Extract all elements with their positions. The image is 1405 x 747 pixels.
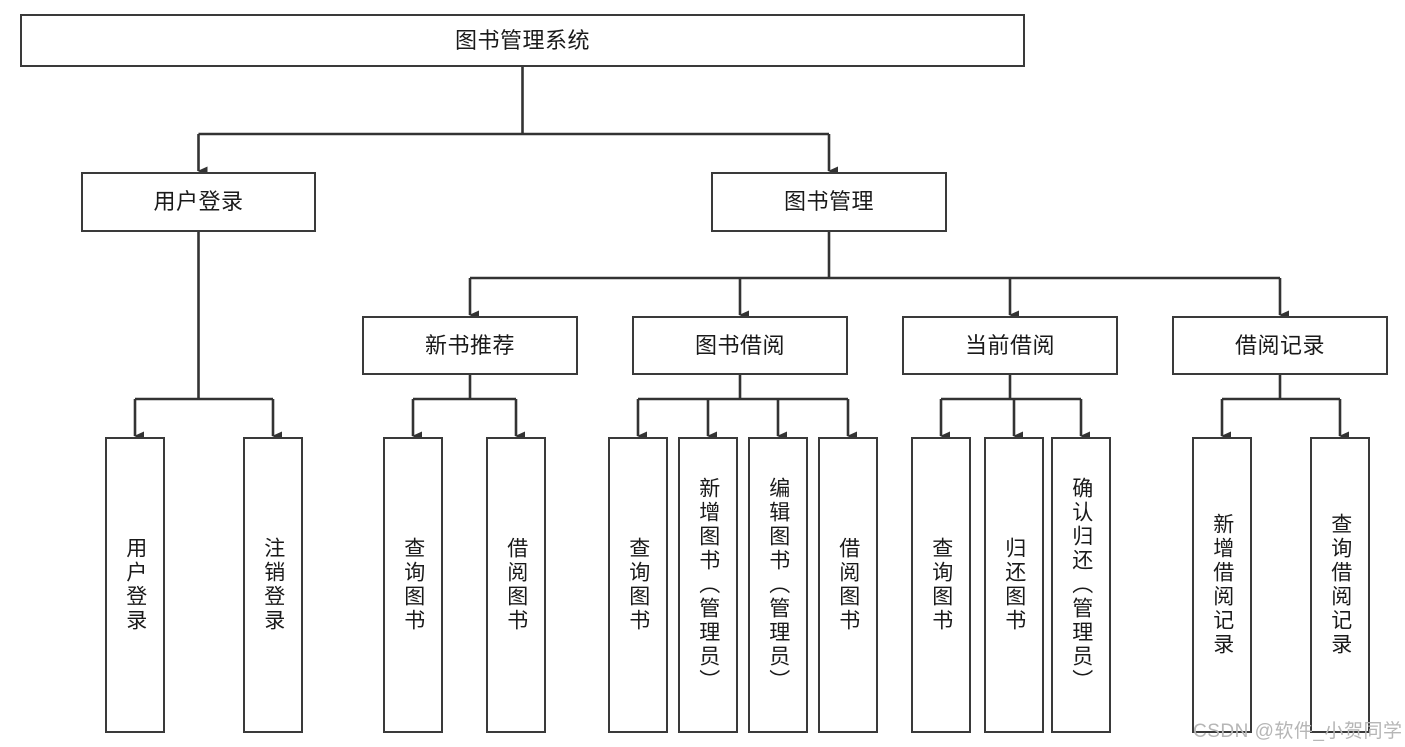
leaf-return-book[interactable]: 归还图书	[984, 437, 1044, 733]
node-label: 当前借阅	[964, 332, 1055, 358]
leaf-borrow-book[interactable]: 借阅图书	[818, 437, 878, 733]
leaf-query-book-current[interactable]: 查询图书	[911, 437, 971, 733]
node-label: 图书管理	[783, 189, 874, 215]
leaf-confirm-return-admin[interactable]: 确认归还（管理员）	[1051, 437, 1111, 733]
node-label: 查询图书	[929, 537, 953, 633]
node-label: 归还图书	[1002, 537, 1026, 633]
node-label: 用户登录	[123, 537, 147, 633]
node-label: 注销登录	[261, 537, 285, 633]
node-user-login[interactable]: 用户登录	[81, 172, 316, 232]
node-label: 查询图书	[401, 537, 425, 633]
node-label: 图书管理系统	[454, 27, 590, 53]
node-label: 确认归还（管理员）	[1069, 477, 1093, 693]
leaf-borrow-book-recommend[interactable]: 借阅图书	[486, 437, 546, 733]
node-label: 新增图书（管理员）	[696, 477, 720, 693]
node-label: 借阅图书	[504, 537, 528, 633]
node-label: 新书推荐	[424, 332, 515, 358]
leaf-add-borrow-record[interactable]: 新增借阅记录	[1192, 437, 1252, 733]
node-root-book-management-system[interactable]: 图书管理系统	[20, 14, 1025, 67]
watermark: CSDN @软件_小贺同学	[1193, 721, 1403, 742]
node-label: 编辑图书（管理员）	[766, 477, 790, 693]
leaf-query-borrow-record[interactable]: 查询借阅记录	[1310, 437, 1370, 733]
leaf-user-login[interactable]: 用户登录	[105, 437, 165, 733]
leaf-query-book-borrow[interactable]: 查询图书	[608, 437, 668, 733]
node-book-management[interactable]: 图书管理	[711, 172, 947, 232]
node-label: 用户登录	[153, 189, 244, 215]
leaf-edit-book-admin[interactable]: 编辑图书（管理员）	[748, 437, 808, 733]
node-label: 借阅记录	[1234, 332, 1325, 358]
node-label: 查询借阅记录	[1328, 513, 1352, 657]
node-borrow-record[interactable]: 借阅记录	[1172, 316, 1388, 375]
node-book-borrow[interactable]: 图书借阅	[632, 316, 848, 375]
leaf-logout[interactable]: 注销登录	[243, 437, 303, 733]
node-label: 新增借阅记录	[1210, 513, 1234, 657]
node-new-book-recommend[interactable]: 新书推荐	[362, 316, 578, 375]
node-current-borrow[interactable]: 当前借阅	[902, 316, 1118, 375]
leaf-add-book-admin[interactable]: 新增图书（管理员）	[678, 437, 738, 733]
node-label: 图书借阅	[694, 332, 785, 358]
leaf-query-book-recommend[interactable]: 查询图书	[383, 437, 443, 733]
node-label: 借阅图书	[836, 537, 860, 633]
node-label: 查询图书	[626, 537, 650, 633]
